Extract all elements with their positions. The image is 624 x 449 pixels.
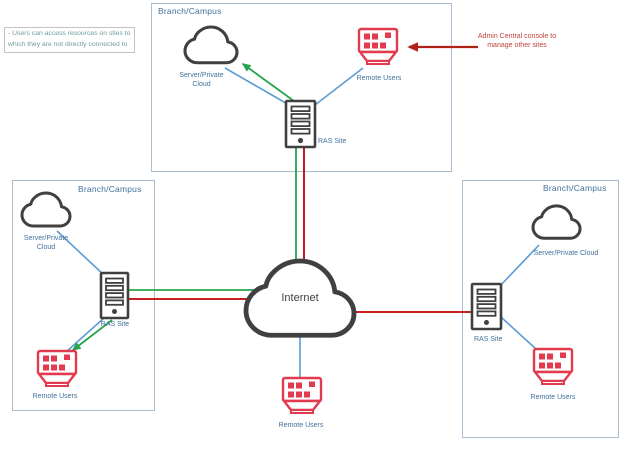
green-arrow-leftserver-users	[71, 319, 113, 351]
server-cloud-icon-left	[22, 193, 70, 226]
cloud-label-top-line2: Cloud	[192, 81, 211, 89]
campus-title-right: Branch/Campus	[543, 183, 607, 193]
link-topcloud-topserver	[224, 67, 292, 107]
remote-users-icon-top	[357, 27, 399, 65]
cloud-label-right: Server/Private Cloud	[533, 250, 599, 257]
users-label-bottom: Remote Users	[278, 422, 324, 429]
server-cloud-icon-top	[185, 27, 237, 63]
ras-server-icon-left	[99, 271, 130, 320]
green-arrow-topserver-cloud	[241, 63, 299, 105]
link-topserver-topusers	[314, 67, 364, 106]
green-links	[71, 63, 299, 351]
blue-links	[56, 67, 540, 378]
note-line1: - Users can access resources on sties to	[8, 30, 131, 37]
server-label-left: RAS Site	[100, 321, 130, 328]
internet-label: Internet	[281, 292, 319, 304]
users-label-top: Remote Users	[356, 75, 402, 82]
server-cloud-icon-right	[533, 206, 580, 238]
cloud-shapes	[22, 27, 580, 335]
note-box: - Users can access resources on sties to…	[4, 27, 135, 53]
internet-cloud-icon	[246, 261, 354, 335]
server-label-right: RAS Site	[474, 336, 503, 343]
admin-callout-line1: Admin Central console to	[477, 33, 557, 40]
campus-box-top	[151, 3, 452, 172]
cloud-label-top-line1: Server/Private	[179, 72, 224, 79]
cloud-label-left-line1: Server/Private	[23, 235, 69, 242]
users-label-left: Remote Users	[32, 393, 78, 400]
admin-callout-text: Admin Central console to manage other si…	[462, 33, 572, 51]
users-label-right: Remote Users	[530, 394, 576, 401]
note-line2: which they are not directly connected to	[8, 40, 128, 48]
ras-server-icon-right	[470, 282, 503, 331]
link-leftcloud-leftserver	[56, 230, 106, 277]
campus-box-right	[462, 180, 619, 438]
remote-users-icon-right	[532, 347, 574, 385]
link-rightserver-rightusers	[500, 316, 537, 350]
server-icons	[99, 99, 503, 331]
remote-users-icon-bottom	[281, 376, 323, 414]
campus-box-left	[12, 180, 155, 411]
link-rightcloud-rightserver	[498, 244, 540, 288]
admin-callout-line2: manage other sites	[487, 41, 547, 49]
red-links	[128, 147, 472, 313]
cloud-label-left-line2: Cloud	[36, 244, 56, 252]
remote-users-icons	[36, 27, 574, 414]
campus-title-left: Branch/Campus	[78, 184, 142, 194]
cloud-label-top: Server/Private Cloud	[159, 71, 244, 89]
ras-server-icon-top	[284, 99, 317, 149]
server-label-top: RAS Site	[318, 138, 347, 145]
cloud-label-left: Server/Private Cloud	[6, 234, 86, 252]
remote-users-icon-left	[36, 349, 78, 387]
campus-title-top: Branch/Campus	[158, 6, 222, 16]
